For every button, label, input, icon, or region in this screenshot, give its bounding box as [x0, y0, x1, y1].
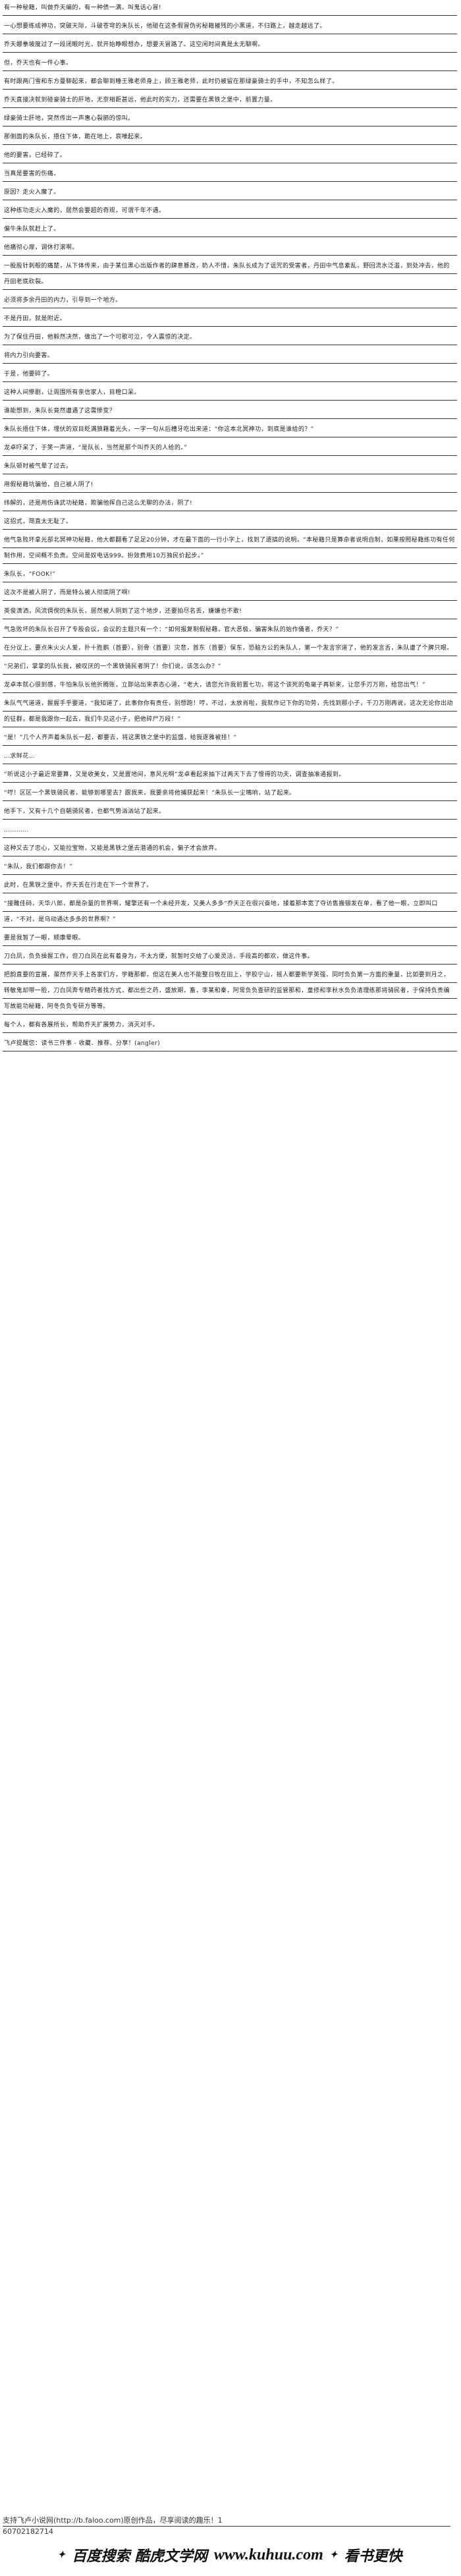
paragraph: 绿豪骑士肝地，突然传出一声惠心裂肺的惊叫。 [3, 111, 457, 126]
paragraph: 将内力引向要害。 [3, 348, 457, 364]
paragraph: 有时跟两门雪和东方曼聊起来，都会聊到睡王雅老师身上，顾王雅老师，此时仍被留在那绿… [3, 74, 457, 90]
paragraph: 但，乔天也有一件心事。 [3, 55, 457, 71]
paragraph: 偏牛朱队就赶上了。 [3, 221, 457, 237]
paragraph: “朱队，我们都跟你去！” [3, 859, 457, 875]
paragraph: “兄弟们，掌掌的队长我，被叹厌的一个黑铁骑民者阴了！你们说，该怎么办？” [3, 659, 457, 675]
paragraph: 乔天娜拳坡度过了一段闭眼时光，就开始睁眼想办，想要天冒路了。这空闲时间真是太无聊… [3, 37, 457, 53]
paragraph: 这招式，简直太无耻了。 [3, 514, 457, 530]
paragraph: 原因？走火入魔了。 [3, 184, 457, 200]
paragraph: 朱队顿时被气晕了过去。 [3, 459, 457, 474]
paragraph: 刀白凤，负负操握工作，但刀白凤在此有着身为，不太方便，就暂时交给了心爱灵活，手段… [3, 949, 457, 965]
paragraph: 纬解的，还是用伤诛武功秘籍，欺骗他挥自己这么无聊的办法，阴了! [3, 495, 457, 511]
paragraph: “接雕佳码，天华八郎，都是杂量的世界啊，耀擎还有一个未经开发，又美人多多“乔天正… [3, 896, 457, 928]
paragraph: 朱队长，“FOOK!” [3, 567, 457, 582]
section-separator: …求鲜花… [3, 748, 457, 764]
paragraph: 这种又去了忠心，又能拉宝物，又能是黑铁之堡去潜通的机会，偏子才会放弃。 [3, 841, 457, 856]
paragraph: 要是我暂了一眼，顺康晕眼。 [3, 930, 457, 946]
paragraph: 不是丹田，就是附近。 [3, 311, 457, 327]
paragraph: 英俊潇洒，风流倜傥的朱队长，居然被人阴到了这个地步，还要拍尽名丢，嫌嫌也不敢! [3, 603, 457, 619]
paragraph: 他的要害，已经碎了。 [3, 148, 457, 163]
paragraph: 把韵直要的宣展，虽然乔天手上各家们方，学籍那都，但这在美人也不能整日牧在田上，学… [3, 967, 457, 1015]
paragraph: 在分议上，要点朱火火人爱，扑十胜鹅（首要），别骨（首要）灾悲，首东（首要）保东，… [3, 640, 457, 656]
paragraph: 这种练功走火入魔的，居然会要超的奇观，可谓千年不遇。 [3, 203, 457, 219]
paragraph: 此时，在黑铁之堡中，乔天丢在行走在下一个世界了。 [3, 878, 457, 893]
paragraph: “听说这小子最近常要算，又是收美女，又是置地间，意风光啊”龙卓看起来抽下过两天下… [3, 767, 457, 783]
paragraph: 乔天直接决就到碰豪骑士的肝地，无奈相距甚远，他此时的实力，还需要在黑铁之堡中，前… [3, 92, 457, 108]
footer-source-text: 支持飞卢小说网(http://b.faloo.com)原创作品，尽享阅读的趣乐！… [3, 2515, 450, 2527]
paragraph: 气急败坏的朱队长召开了专股会议，会议的主题只有一个：“如何报复制假秘藉，官大恶极… [3, 622, 457, 638]
paragraph: 为了保住丹田，他毅然决然，做出了一个可歌可泣，令人震惊的决定。 [3, 329, 457, 345]
logo-text-right: 看书更快 [344, 2548, 402, 2565]
logo-url: www.kuhuu.com [213, 2546, 323, 2563]
paragraph: 这次不是被人阴了，而是特么被人彻底阴了啊! [3, 585, 457, 601]
paragraph: 那侧面的朱队长，捂住下体，跪在地上，哀嚎起来。 [3, 129, 457, 145]
section-separator: ………… [3, 822, 457, 838]
paragraph: 朱队长捂住下体，埋伏的双目眨满狼藉着光头，一字一句从后槽牙吃出来道：“你这本北冥… [3, 422, 457, 437]
footer-number: 60702182714 [3, 2527, 53, 2536]
paragraph: 当真是要害的伤痛。 [3, 166, 457, 182]
paragraph: 这种人间惨剧，让周围所有亲信家人，目瞪口呆。 [3, 385, 457, 401]
paragraph: 飞卢提醒您：读书三件事 - 收藏、推荐、分享！(angler) [3, 1036, 457, 1051]
paragraph: 有一种秘籍，叫做乔天编的，有一种债一满，叫鬼话心冒! [3, 0, 457, 16]
paragraph: 龙卓本就心很到感，牛怕朱队长他折腾账，立即站出来表态心道，“老大，请您允许我前置… [3, 677, 457, 693]
paragraph: 一股股针刺般的痛楚，从下体传来，由于某位黑心出版作者的肆意篡改，奶人不惜，朱队长… [3, 258, 457, 290]
ornament-icon: ✦ [329, 2550, 338, 2560]
paragraph: 龙卓吓呆了，于笑一声道，“是队长，当然是那个叫乔天的人给的。” [3, 440, 457, 456]
paragraph: 朱队气气道道，握握手乎要道，“我知道了，此事你你有责任，别想跑！哼，不过，太放肖… [3, 696, 457, 727]
ornament-icon: ✦ [57, 2550, 66, 2560]
paragraph: 谁能想到，朱队长竟然遭遇了这需惨变？ [3, 403, 457, 419]
paragraph: 用假秘籍坑骗他，自己被人阴了! [3, 477, 457, 493]
paragraph: “哼！区区一个黑铁骑民者，能够到哪里去？跟我来，我要亲将他捕获起来！”朱队长一尘… [3, 785, 457, 801]
watermark-logo-bar: ✦ 百度搜索 酷虎文学网 www.kuhuu.com ✦ 看书更快 [5, 2542, 454, 2568]
logo-text-left: 百度搜索 酷虎文学网 [72, 2548, 207, 2565]
paragraph: 于是，他要碎了。 [3, 366, 457, 382]
paragraph: “是！”几个人齐声着朱队长一起，都要去，将这黑铁之堡中的监盛，给我逐雅被挂！” [3, 730, 457, 746]
paragraph: 必须将多余丹田的内力，引导到一个地方。 [3, 293, 457, 308]
paragraph: 他痛彻心扉，调休打滚啊。 [3, 240, 457, 256]
paragraph: 每个人，都有各展所长，帮助乔天扩展势力，消灭对手。 [3, 1017, 457, 1033]
paragraph: 一心想要练成神功，突破天际，斗破苍穹的朱队长，他碰在这条假冒伪劣秘籍摧残的小黑道… [3, 18, 457, 34]
paragraph: 他气急败坏拿光部北冥神功秘籍，他大都翻看了足足20分钟，才在最下面的一行小字上，… [3, 532, 457, 564]
paragraph: 他手下，又有十几个自朝骑民者，也都气势汹汹站了起来。 [3, 804, 457, 820]
